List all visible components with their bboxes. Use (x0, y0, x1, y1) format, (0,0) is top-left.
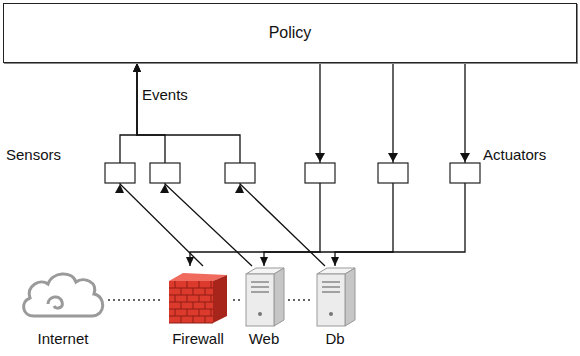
actuator-box (305, 163, 335, 183)
node-text: Web (240, 330, 288, 348)
arrow-head (388, 153, 398, 162)
dotted-link (233, 299, 240, 301)
node-text: Firewall (163, 330, 233, 348)
arrow-head (160, 184, 169, 193)
firewall-icon: Firewall (163, 266, 233, 350)
dotted-link (108, 299, 163, 301)
actuators-label: Actuators (483, 146, 546, 164)
arrow-head (235, 184, 244, 193)
arrow-head (315, 153, 325, 162)
arrow-connector (137, 63, 325, 266)
node-text: Policy (269, 24, 312, 42)
internet-cloud: Internet (18, 266, 108, 350)
actuator-box (450, 163, 480, 183)
sensors-label: Sensors (6, 146, 61, 164)
db-server-picture (311, 266, 359, 332)
arrow-connector (264, 63, 393, 266)
node-text: Db (311, 330, 359, 348)
firewall-icon-picture (163, 266, 233, 332)
dotted-link (288, 299, 311, 301)
policy-box: Policy (3, 3, 577, 63)
events-label: Events (142, 86, 188, 104)
arrow-head (115, 184, 124, 193)
db-server: Db (311, 266, 359, 350)
sensor-box (225, 163, 255, 183)
arrow-connector (190, 63, 320, 266)
sensor-box (150, 163, 180, 183)
actuator-box (378, 163, 408, 183)
arrow-connector (335, 63, 465, 266)
node-text: Internet (18, 330, 108, 348)
internet-cloud-picture (18, 266, 108, 332)
web-server-picture (240, 266, 288, 332)
web-server: Web (240, 266, 288, 350)
sensor-box (105, 163, 135, 183)
arrow-head (460, 153, 470, 162)
